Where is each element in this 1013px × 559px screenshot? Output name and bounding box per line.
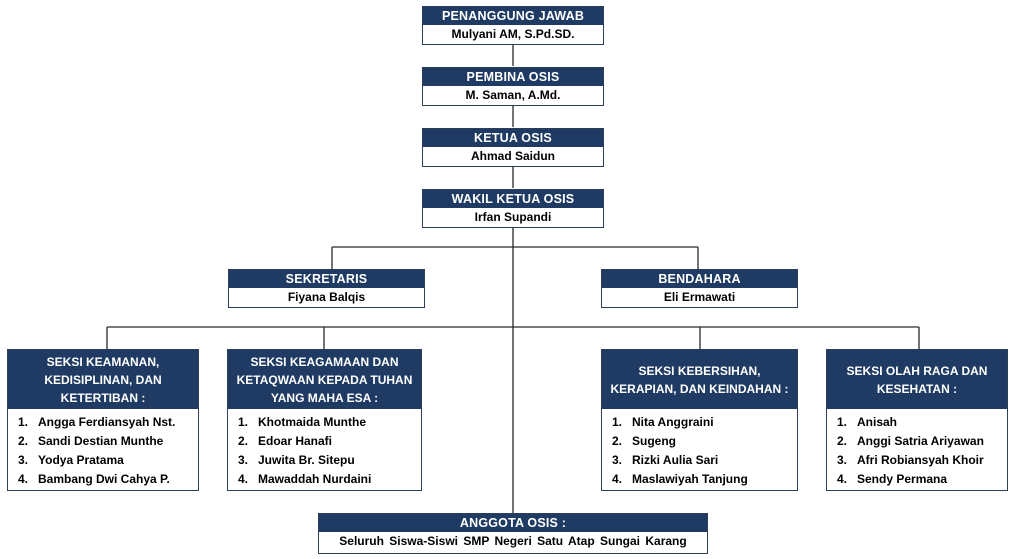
pembina-osis-box: PEMBINA OSIS M. Saman, A.Md.: [422, 67, 604, 106]
member-name: Khotmaida Munthe: [258, 415, 366, 429]
seksi-keagamaan-box: SEKSI KEAGAMAAN DAN KETAQWAAN KEPADA TUH…: [227, 349, 422, 491]
wakil-ketua-osis-name: Irfan Supandi: [474, 210, 552, 224]
member-item: 2.Anggi Satria Ariyawan: [837, 434, 984, 448]
member-name: Anisah: [857, 415, 898, 429]
member-name: Anggi Satria Ariyawan: [857, 434, 984, 448]
seksi-olahraga-members: 1.Anisah 2.Anggi Satria Ariyawan 3.Afri …: [827, 409, 1007, 489]
member-item: 4.Mawaddah Nurdaini: [238, 472, 372, 486]
sekretaris-title: SEKRETARIS: [229, 270, 424, 288]
seksi-keamanan-title-line: KEDISIPLINAN, DAN: [44, 372, 162, 387]
member-name: Sandi Destian Munthe: [38, 434, 164, 448]
member-item: 2.Edoar Hanafi: [238, 434, 333, 448]
member-item: 1.Anisah: [837, 415, 898, 429]
member-name: Bambang Dwi Cahya P.: [38, 472, 170, 486]
member-item: 1.Angga Ferdiansyah Nst.: [18, 415, 176, 429]
seksi-keamanan-title: SEKSI KEAMANAN, KEDISIPLINAN, DAN KETERT…: [8, 350, 198, 409]
ketua-osis-title: KETUA OSIS: [423, 129, 603, 147]
sekretaris-name: Fiyana Balqis: [287, 290, 366, 304]
penanggung-jawab-name: Mulyani AM, S.Pd.SD.: [451, 27, 575, 41]
seksi-olahraga-title-line: KESEHATAN :: [876, 381, 958, 396]
member-item: 1.Nita Anggraini: [612, 415, 714, 429]
member-item: 4.Bambang Dwi Cahya P.: [18, 472, 170, 486]
seksi-keagamaan-title-line: KETAQWAAN KEPADA TUHAN: [236, 372, 413, 387]
sekretaris-box: SEKRETARIS Fiyana Balqis: [228, 269, 425, 308]
seksi-kebersihan-members: 1.Nita Anggraini 2.Sugeng 3.Rizki Aulia …: [602, 409, 797, 489]
member-name: Nita Anggraini: [632, 415, 714, 429]
member-name: Afri Robiansyah Khoir: [857, 453, 984, 467]
member-name: Juwita Br. Sitepu: [258, 453, 355, 467]
seksi-kebersihan-box: SEKSI KEBERSIHAN, KERAPIAN, DAN KEINDAHA…: [601, 349, 798, 491]
penanggung-jawab-box: PENANGGUNG JAWAB Mulyani AM, S.Pd.SD.: [422, 6, 604, 45]
seksi-keamanan-box: SEKSI KEAMANAN, KEDISIPLINAN, DAN KETERT…: [7, 349, 199, 491]
seksi-keamanan-title-line: SEKSI KEAMANAN,: [46, 354, 160, 369]
anggota-osis-title: ANGGOTA OSIS :: [319, 514, 707, 532]
seksi-keamanan-title-line: KETERTIBAN :: [60, 390, 146, 405]
wakil-ketua-osis-box: WAKIL KETUA OSIS Irfan Supandi: [422, 189, 604, 228]
member-name: Mawaddah Nurdaini: [258, 472, 372, 486]
seksi-kebersihan-title-line: SEKSI KEBERSIHAN,: [638, 363, 761, 378]
member-item: 1.Khotmaida Munthe: [238, 415, 366, 429]
pembina-osis-name: M. Saman, A.Md.: [465, 88, 561, 102]
member-item: 3.Rizki Aulia Sari: [612, 453, 719, 467]
seksi-keagamaan-title-line: YANG MAHA ESA :: [270, 390, 379, 405]
member-item: 4.Sendy Permana: [837, 472, 948, 486]
member-item: 2.Sugeng: [612, 434, 676, 448]
member-name: Sendy Permana: [857, 472, 948, 486]
member-name: Edoar Hanafi: [258, 434, 333, 448]
member-name: Sugeng: [632, 434, 676, 448]
ketua-osis-name: Ahmad Saidun: [470, 149, 555, 163]
bendahara-title: BENDAHARA: [602, 270, 797, 288]
wakil-ketua-osis-title: WAKIL KETUA OSIS: [423, 190, 603, 208]
member-name: Angga Ferdiansyah Nst.: [38, 415, 176, 429]
ketua-osis-box: KETUA OSIS Ahmad Saidun: [422, 128, 604, 167]
member-item: 3.Afri Robiansyah Khoir: [837, 453, 984, 467]
penanggung-jawab-title: PENANGGUNG JAWAB: [423, 7, 603, 25]
member-name: Rizki Aulia Sari: [632, 453, 719, 467]
member-item: 4.Maslawiyah Tanjung: [612, 472, 748, 486]
anggota-osis-box: ANGGOTA OSIS : Seluruh Siswa-Siswi SMP N…: [318, 513, 708, 554]
bendahara-box: BENDAHARA Eli Ermawati: [601, 269, 798, 308]
anggota-osis-name: Seluruh Siswa-Siswi SMP Negeri Satu Atap…: [339, 534, 687, 548]
member-item: 3.Yodya Pratama: [18, 453, 124, 467]
member-name: Maslawiyah Tanjung: [632, 472, 748, 486]
seksi-keamanan-members: 1.Angga Ferdiansyah Nst. 2.Sandi Destian…: [8, 409, 198, 489]
seksi-kebersihan-title-line: KERAPIAN, DAN KEINDAHAN :: [610, 381, 789, 396]
seksi-olahraga-title-line: SEKSI OLAH RAGA DAN: [846, 363, 988, 378]
member-item: 3.Juwita Br. Sitepu: [238, 453, 355, 467]
member-name: Yodya Pratama: [38, 453, 124, 467]
seksi-keagamaan-members: 1.Khotmaida Munthe 2.Edoar Hanafi 3.Juwi…: [228, 409, 421, 489]
member-item: 2.Sandi Destian Munthe: [18, 434, 164, 448]
seksi-kebersihan-title: SEKSI KEBERSIHAN, KERAPIAN, DAN KEINDAHA…: [602, 350, 797, 409]
bendahara-name: Eli Ermawati: [663, 290, 736, 304]
seksi-keagamaan-title: SEKSI KEAGAMAAN DAN KETAQWAAN KEPADA TUH…: [228, 350, 421, 409]
seksi-olahraga-box: SEKSI OLAH RAGA DAN KESEHATAN : 1.Anisah…: [826, 349, 1008, 491]
seksi-olahraga-title: SEKSI OLAH RAGA DAN KESEHATAN :: [827, 350, 1007, 409]
seksi-keagamaan-title-line: SEKSI KEAGAMAAN DAN: [250, 354, 399, 369]
pembina-osis-title: PEMBINA OSIS: [423, 68, 603, 86]
